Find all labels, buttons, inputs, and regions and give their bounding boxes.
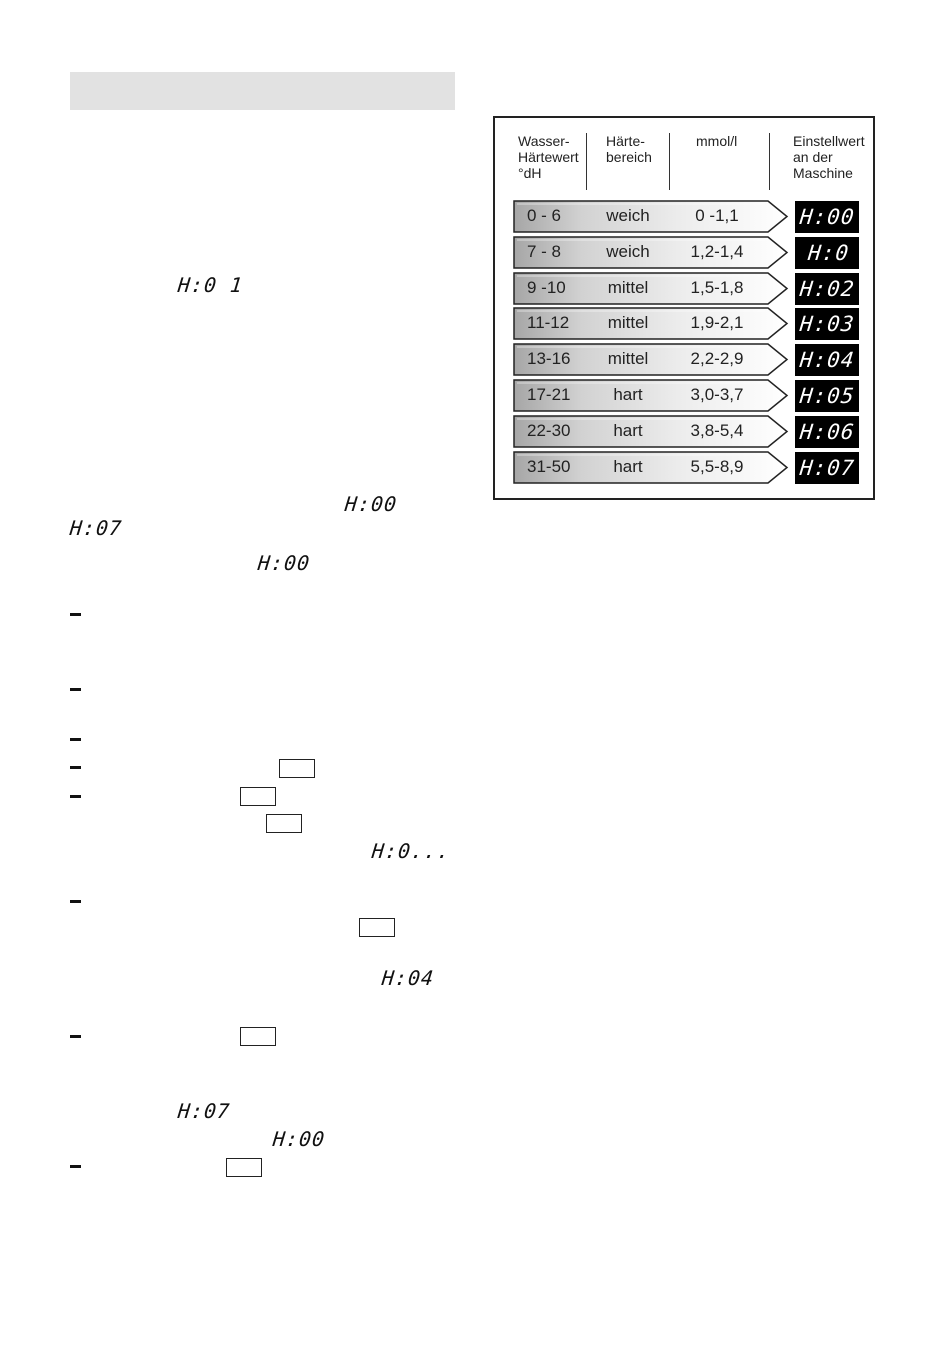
row-arrow-shape: [513, 379, 789, 412]
machine-setting-display: H:02: [795, 273, 859, 305]
machine-setting-code: H:07: [798, 456, 856, 480]
display-code-h01: H:0 1: [176, 273, 245, 297]
cell-hardness-range: weich: [606, 242, 650, 261]
row-arrow-shape: [513, 307, 789, 340]
display-code-h00-second: H:00: [256, 551, 312, 575]
cell-hardness-range: mittel: [607, 313, 649, 332]
table-row: 0 - 6 weich 0 -1,1: [513, 200, 789, 234]
machine-setting-display: H:0 1: [795, 237, 859, 297]
display-code-h0x: H:0...: [370, 839, 452, 863]
header-hardness-range: Härte- bereich: [606, 133, 652, 165]
cell-mmol: 3,0-3,7: [690, 385, 744, 404]
machine-setting-code: H:04: [798, 348, 856, 372]
row-arrow-shape: [513, 451, 789, 484]
row-arrow-shape: [513, 272, 789, 305]
bullet-dash: [70, 900, 81, 903]
cell-hardness-range: hart: [613, 457, 643, 476]
header-mmol: mmol/l: [696, 133, 738, 149]
machine-setting-code: H:03: [798, 312, 856, 336]
bullet-dash: [70, 1035, 81, 1038]
header-machine-setting: Einstellwert an der Maschine: [793, 133, 865, 181]
cell-dh: 22-30: [527, 421, 571, 440]
cell-hardness-range: mittel: [607, 349, 649, 368]
machine-setting-display: H:03: [795, 308, 859, 340]
cell-dh: 9 -10: [527, 278, 566, 297]
display-code-h00: H:00: [343, 492, 399, 516]
bullet-dash: [70, 738, 81, 741]
table-row: 31-50 hart 5,5-8,9: [513, 451, 789, 485]
machine-setting-display: H:04: [795, 344, 859, 376]
cell-dh: 0 - 6: [527, 206, 562, 225]
cell-mmol: 2,2-2,9: [690, 349, 744, 368]
machine-setting-display: H:07: [795, 452, 859, 484]
cell-hardness-range: hart: [613, 385, 643, 404]
machine-setting-code: H:06: [798, 420, 856, 444]
bullet-dash: [70, 613, 81, 616]
cell-dh: 31-50: [527, 457, 571, 476]
machine-setting-display: H:05: [795, 380, 859, 412]
header-divider: [769, 133, 770, 190]
cell-mmol: 1,5-1,8: [690, 278, 744, 297]
machine-setting-code: H:02: [798, 277, 856, 301]
display-code-h07-second: H:07: [176, 1099, 232, 1123]
cell-dh: 11-12: [527, 313, 570, 332]
display-code-h07: H:07: [68, 516, 124, 540]
cell-dh: 7 - 8: [527, 242, 562, 261]
display-code-h04: H:04: [380, 966, 436, 990]
cell-mmol: 5,5-8,9: [690, 457, 744, 476]
cell-mmol: 3,8-5,4: [690, 421, 744, 440]
cell-dh: 13-16: [527, 349, 571, 368]
table-row: 11-12 mittel 1,9-2,1: [513, 307, 789, 341]
machine-setting-display: H:06: [795, 416, 859, 448]
cell-mmol: 1,9-2,1: [690, 313, 744, 332]
row-arrow-shape: [513, 236, 789, 269]
machine-setting-code: H:05: [798, 384, 856, 408]
row-arrow-shape: [513, 200, 789, 233]
cell-dh: 17-21: [527, 385, 571, 404]
cell-mmol: 0 -1,1: [695, 206, 739, 225]
cell-mmol: 1,2-1,4: [690, 242, 744, 261]
machine-setting-display: H:00: [795, 201, 859, 233]
machine-setting-code: H:00: [798, 205, 856, 229]
key-button-symbol: [359, 918, 395, 937]
key-button-symbol: [240, 787, 276, 806]
cell-hardness-range: mittel: [607, 278, 649, 297]
water-hardness-table: [493, 116, 875, 500]
bullet-dash: [70, 795, 81, 798]
key-button-symbol: [240, 1027, 276, 1046]
header-divider: [586, 133, 587, 190]
header-water-hardness: Wasser- Härtewert °dH: [518, 133, 579, 181]
table-row: 7 - 8 weich 1,2-1,4: [513, 236, 789, 270]
bullet-dash: [70, 766, 81, 769]
table-row: 22-30 hart 3,8-5,4: [513, 415, 789, 449]
cell-hardness-range: weich: [606, 206, 650, 225]
table-row: 17-21 hart 3,0-3,7: [513, 379, 789, 413]
key-button-symbol: [226, 1158, 262, 1177]
row-arrow-shape: [513, 415, 789, 448]
bullet-dash: [70, 688, 81, 691]
cell-hardness-range: hart: [613, 421, 643, 440]
table-row: 13-16 mittel 2,2-2,9: [513, 343, 789, 377]
table-row: 9 -10 mittel 1,5-1,8: [513, 272, 789, 306]
header-divider: [669, 133, 670, 190]
row-arrow-shape: [513, 343, 789, 376]
bullet-dash: [70, 1165, 81, 1168]
key-button-symbol: [266, 814, 302, 833]
key-button-symbol: [279, 759, 315, 778]
display-code-h00-third: H:00: [271, 1127, 327, 1151]
section-header-bar: [70, 72, 455, 110]
